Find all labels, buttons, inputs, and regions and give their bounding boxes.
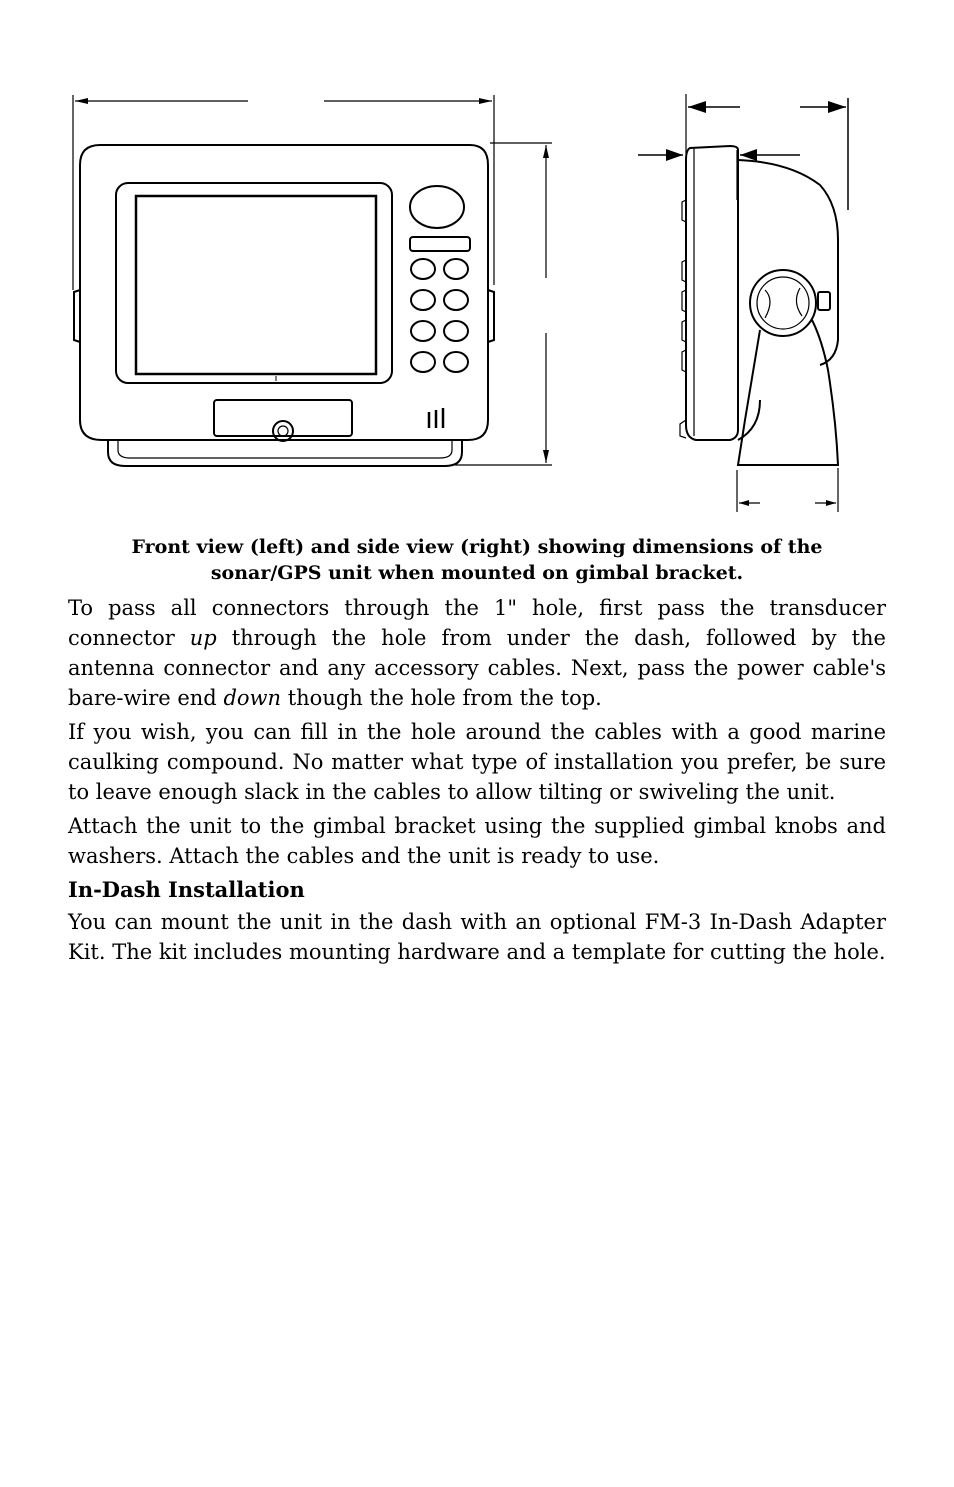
paragraph-connectors-part3: though the hole from the top. [281,686,602,710]
emphasis-up: up [189,626,217,650]
paragraph-connectors-part2: through the hole from under the dash, fo… [68,626,886,710]
paragraph-in-dash: You can mount the unit in the dash with … [68,910,886,964]
paragraph-connectors-part1: To pass all connectors through the 1" ho… [68,596,886,650]
caption-line-1: Front view (left) and side view (right) … [131,536,823,558]
paragraph-caulking: If you wish, you can fill in the hole ar… [68,720,886,804]
paragraph-attach: Attach the unit to the gimbal bracket us… [68,814,886,868]
unit-dimension-figure [72,94,849,512]
figure-caption: Front view (left) and side view (right) … [68,534,886,586]
section-heading: In-Dash Installation [68,877,305,902]
side-view-drawing [638,94,849,512]
emphasis-down: down [223,686,282,710]
body-text: To pass all connectors through the 1" ho… [68,593,886,971]
front-view-drawing [72,95,552,467]
paragraph-connectors: To pass all connectors through the 1" ho… [68,593,886,713]
caption-line-2: sonar/GPS unit when mounted on gimbal br… [210,562,744,584]
